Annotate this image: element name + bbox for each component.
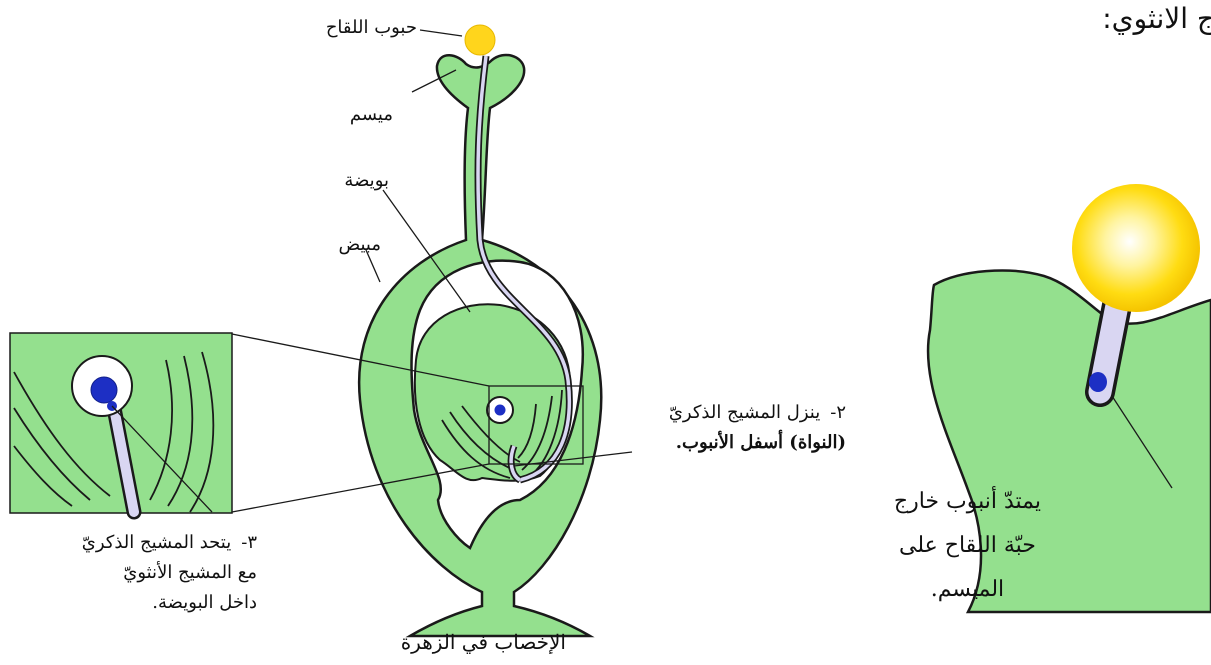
step2-line1: ينزل المشيج الذكريّ — [669, 402, 820, 423]
egg-nucleus — [495, 405, 506, 416]
pistil — [359, 55, 601, 636]
ovule-label: بويضة — [344, 172, 389, 190]
section-heading: ج الانثوي: — [1102, 2, 1211, 35]
pollen-grain — [465, 25, 495, 55]
stigma-label: ميسم — [350, 106, 393, 124]
step1-line1: يمتدّ أنبوب خارج — [894, 480, 1041, 524]
step1-line2: حبّة اللقاح على — [894, 524, 1041, 568]
step3-line2: مع المشيج الأنثويّ — [82, 558, 257, 588]
diagram-caption: الإخصاب في الزهرة — [401, 632, 566, 652]
ovary-label: مبيض — [338, 236, 381, 254]
zoom-inset — [10, 333, 232, 513]
step2-number: ٢- — [830, 398, 846, 428]
step1-line3: الميسم. — [894, 568, 1041, 612]
pollen-grains-label: حبوب اللقاح — [326, 19, 417, 37]
step1-text: يمتدّ أنبوب خارج حبّة اللقاح على الميسم. — [894, 480, 1041, 612]
step3-number: ٣- — [241, 528, 257, 558]
step3-line3: داخل البويضة. — [82, 588, 257, 618]
step2-text: ٢- ينزل المشيج الذكريّ (النواة) أسفل الأن… — [669, 398, 846, 458]
step3-text: ٣- يتحد المشيج الذكريّ مع المشيج الأنثويّ… — [82, 528, 257, 618]
step3-line1: يتحد المشيج الذكريّ — [82, 532, 231, 553]
step2-line2: (النواة) أسفل الأنبوب. — [669, 428, 846, 458]
